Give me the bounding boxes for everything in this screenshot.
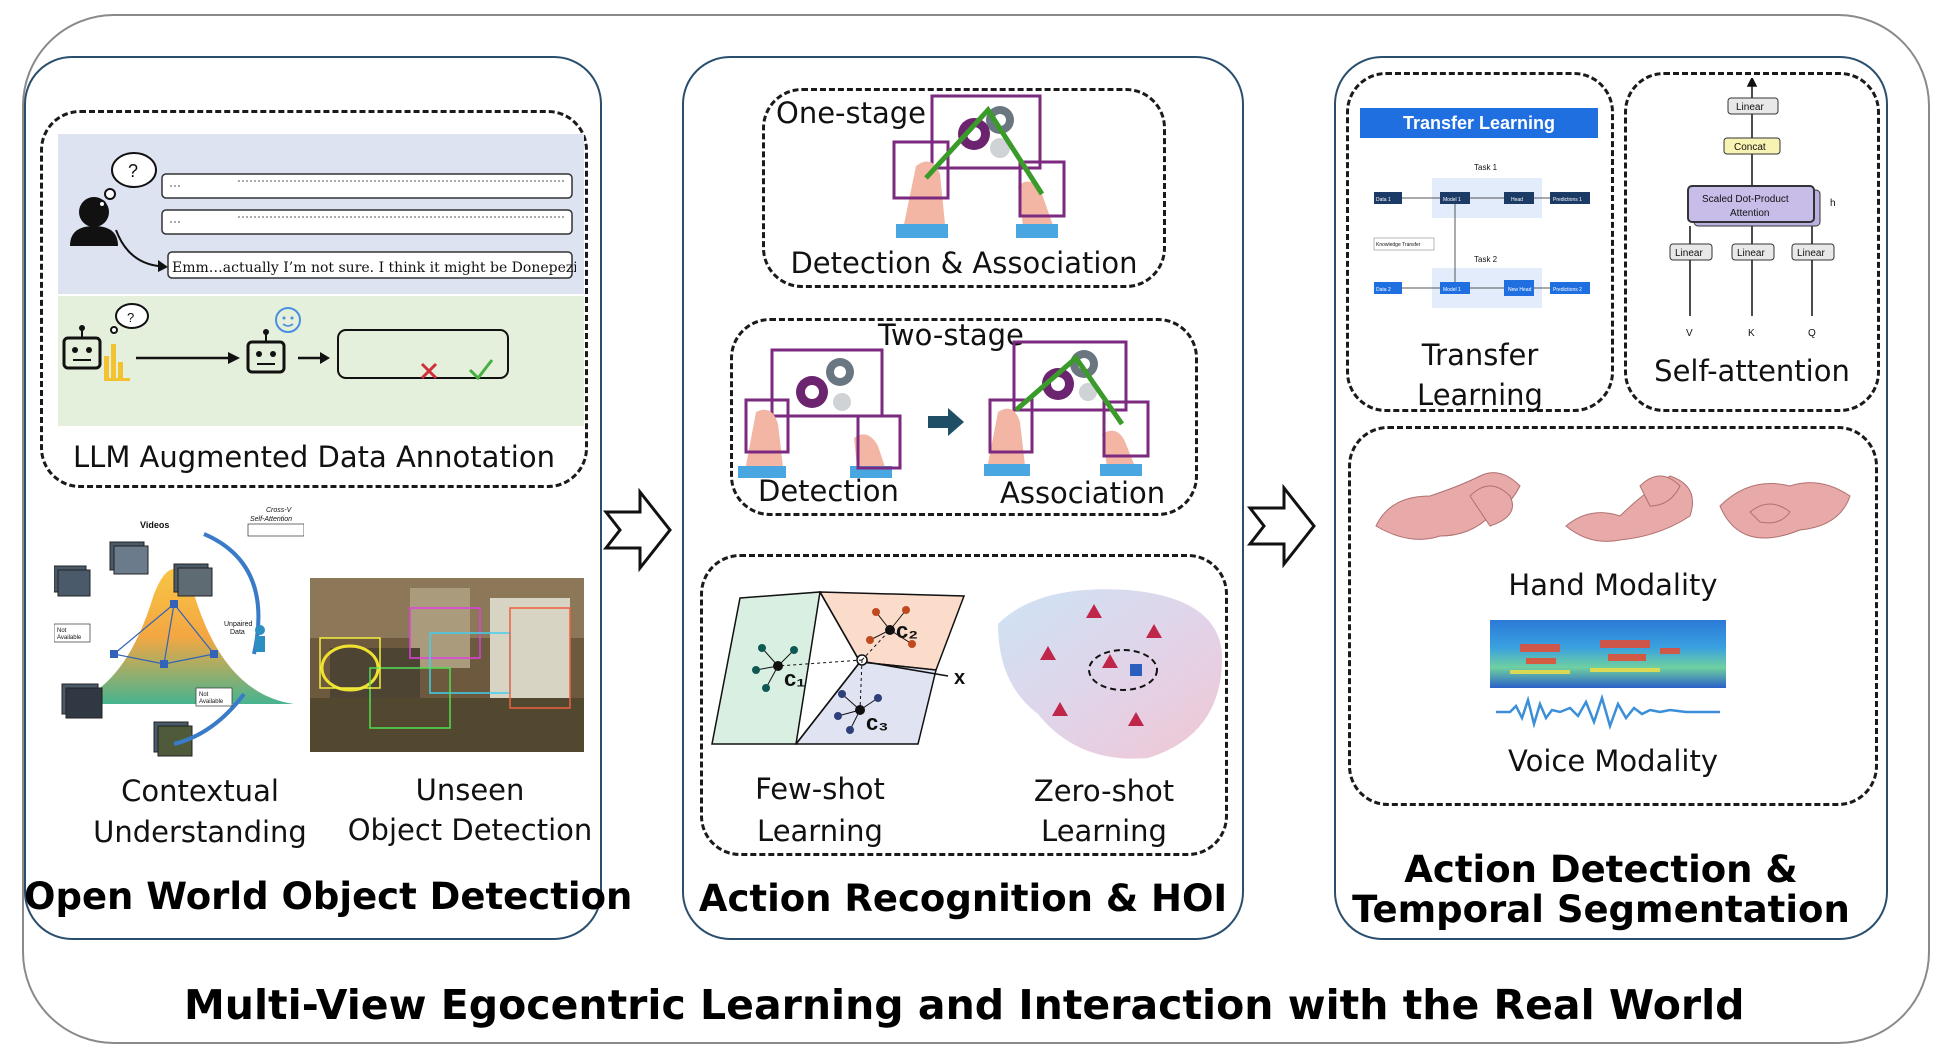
two-stage-association-illustration (984, 340, 1150, 476)
bar-chart-icon (104, 344, 130, 381)
cross-icon (420, 362, 438, 380)
detection-association-label: Detection & Association (790, 246, 1138, 280)
main-title: Multi-View Egocentric Learning and Inter… (184, 981, 1745, 1029)
available-label-2: Available (199, 699, 224, 705)
panel-action-recognition (682, 56, 1244, 940)
model1-label-2: Model 1 (1443, 287, 1461, 293)
task2-label: Task 2 (1474, 255, 1498, 264)
hand-modality-label: Hand Modality (1508, 568, 1718, 602)
cross-label: Cross-V (266, 507, 293, 514)
open-world-title: Open World Object Detection (24, 875, 633, 918)
not-label-1: Not (57, 628, 67, 634)
llm-annotation-illustration: ? ? (58, 134, 584, 426)
two-stage-detection-illustration (738, 348, 902, 478)
linear-label-v: Linear (1675, 248, 1703, 259)
sdpa-label-2: Attention (1730, 208, 1769, 219)
two-stage-label: Two-stage (878, 318, 1024, 352)
few-shot-label-2: Learning (757, 814, 883, 848)
transfer-learning-diagram: Task 1 Task 2 Data 1 Model 1 Head Predic… (1373, 163, 1590, 308)
llm-reply-text: Emm…actually I’m not sure. I think it mi… (172, 260, 576, 276)
stage-arrow-icon (928, 408, 964, 436)
c3-label: c₃ (866, 710, 888, 735)
self-attention-diagram: Linear Concat Scaled Dot-Product Attenti… (1669, 78, 1836, 339)
concat-label: Concat (1734, 142, 1766, 153)
voice-modality-illustration (1490, 620, 1726, 730)
available-label-1: Available (57, 635, 82, 641)
c1-label: c₁ (784, 666, 805, 691)
hand-modality-illustration (1375, 472, 1851, 542)
zero-shot-label-1: Zero-shot (1033, 774, 1175, 808)
few-zero-shot-box (700, 554, 1228, 856)
not-label-2: Not (199, 692, 209, 698)
linear-label-k: Linear (1737, 248, 1765, 259)
two-stage-box (730, 318, 1198, 516)
zero-shot-label-2: Learning (1041, 814, 1167, 848)
q-label: Q (1808, 328, 1816, 339)
videos-label: Videos (140, 520, 169, 530)
data2-label: Data 2 (1376, 287, 1391, 293)
association-label: Association (1000, 476, 1166, 510)
smiley-icon (275, 307, 301, 333)
action-detection-title-2: Temporal Segmentation (1352, 888, 1850, 931)
sdpa-label-1: Scaled Dot-Product (1702, 194, 1789, 205)
transfer-learning-box (1346, 72, 1614, 412)
new-head-label: New Head (1508, 287, 1532, 293)
question-mark: ? (128, 161, 138, 181)
unseen-object-detection-image (310, 578, 584, 752)
arrow-icon-2 (1246, 484, 1316, 568)
thought-bubble-icon (98, 152, 157, 208)
transfer-learning-label-1: Transfer (1421, 338, 1539, 372)
person-figure-icon (255, 625, 265, 652)
knowledge-transfer-label: Knowledge Transfer (1376, 242, 1421, 248)
pred1-label: Predictions 1 (1553, 197, 1582, 203)
thought-bubble-icon-2 (110, 303, 149, 334)
self-attention-small-label: Self-Attention (250, 516, 292, 523)
one-stage-label: One-stage (776, 96, 927, 130)
transfer-learning-header: Transfer Learning (1360, 108, 1598, 138)
linear-label-top: Linear (1736, 102, 1764, 113)
contextual-understanding-label-2: Understanding (93, 815, 307, 849)
check-icon (468, 359, 494, 381)
unpaired-label: Unpaired (224, 621, 253, 628)
model1-label: Model 1 (1443, 197, 1461, 203)
c2-label: c₂ (896, 618, 918, 643)
few-shot-illustration: c₁ c₂ c₃ x (711, 591, 965, 745)
modality-box (1348, 426, 1878, 806)
h-label: h (1830, 198, 1836, 209)
zero-shot-illustration (998, 589, 1223, 759)
outer-frame (22, 14, 1930, 1044)
contextual-understanding-label-1: Contextual (121, 774, 279, 808)
transfer-learning-label-2: Learning (1417, 378, 1543, 412)
self-attention-box (1624, 72, 1880, 412)
pred2-label: Predictions 2 (1553, 287, 1582, 293)
robot-icon-1 (62, 325, 102, 370)
linear-label-q: Linear (1797, 248, 1825, 259)
v-label: V (1686, 328, 1693, 339)
k-label: K (1748, 328, 1755, 339)
task1-label: Task 1 (1474, 163, 1498, 172)
one-stage-box (762, 88, 1166, 288)
svg-text:?: ? (127, 310, 134, 325)
data1-label: Data 1 (1376, 197, 1391, 203)
x-label: x (954, 667, 965, 689)
action-detection-title-1: Action Detection & (1404, 848, 1798, 891)
head-label: Head (1511, 197, 1523, 203)
few-shot-label-1: Few-shot (755, 772, 885, 806)
data-label: Data (230, 629, 245, 636)
voice-modality-label: Voice Modality (1508, 744, 1718, 778)
unseen-detection-label-1: Unseen (415, 773, 525, 807)
llm-annotation-label: LLM Augmented Data Annotation (73, 440, 555, 474)
unseen-detection-label-2: Object Detection (347, 813, 593, 847)
action-recognition-title: Action Recognition & HOI (698, 877, 1228, 920)
contextual-understanding-figure: Videos Cross-V Self-Attention Unpaired D… (54, 507, 304, 757)
robot-icon-2 (246, 329, 286, 374)
arrow-icon-1 (602, 488, 672, 572)
detection-label: Detection (758, 474, 899, 508)
one-stage-hoi-illustration (892, 94, 1066, 238)
llm-annotation-box (40, 110, 588, 488)
self-attention-label: Self-attention (1654, 354, 1850, 388)
